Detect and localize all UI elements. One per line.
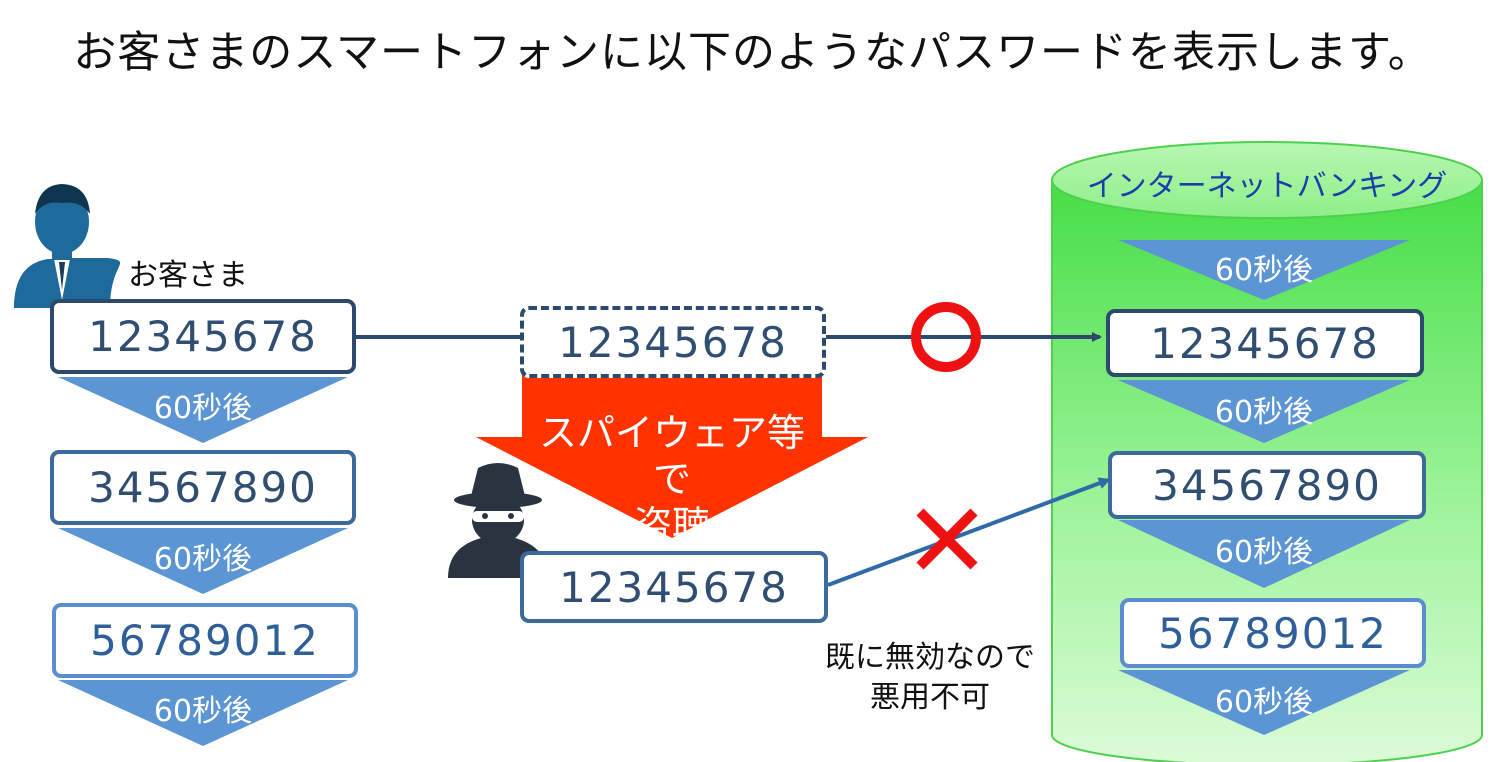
page-title: お客さまのスマートフォンに以下のようなパスワードを表示します。 <box>73 28 1432 78</box>
bank-interval-triangle <box>1118 520 1410 588</box>
spyware-down-arrow <box>476 372 868 538</box>
customer-interval-triangle <box>58 528 348 594</box>
spyware-label-line1: スパイウェア等で <box>538 411 805 501</box>
customer-label: お客さま <box>128 258 248 293</box>
bank-password-box: 12345678 <box>1106 309 1424 377</box>
spy-hat-icon <box>448 463 548 578</box>
stolen-to-bank-arrow <box>827 477 1111 587</box>
customer-interval-label: 60秒後 <box>153 391 253 426</box>
bank-interval-label: 60秒後 <box>1214 535 1314 570</box>
customer-interval-triangle <box>58 377 348 443</box>
bank-interval-label: 60秒後 <box>1214 395 1314 430</box>
circle-ok-icon <box>911 302 981 372</box>
invalid-caption-line1: 既に無効なので <box>825 640 1035 675</box>
spyware-label: スパイウェア等で 盗聴 <box>522 410 822 548</box>
spyware-label-line2: 盗聴 <box>633 503 710 547</box>
invalid-caption: 既に無効なので 悪用不可 <box>810 638 1050 718</box>
customer-interval-triangle <box>58 680 348 746</box>
customer-password-box: 12345678 <box>50 299 356 374</box>
customer-password-box: 34567890 <box>50 450 356 525</box>
bank-interval-triangle <box>1118 380 1410 443</box>
bank-interval-triangle-top <box>1118 240 1410 300</box>
intercepted-password-box: 12345678 <box>520 306 826 378</box>
bank-title: インターネットバンキング <box>1086 169 1448 204</box>
stolen-password-box: 12345678 <box>520 551 828 623</box>
customer-interval-label: 60秒後 <box>153 694 253 729</box>
bank-interval-label: 60秒後 <box>1214 685 1314 720</box>
bank-password-box: 34567890 <box>1108 451 1426 519</box>
businessman-avatar-icon <box>14 184 121 308</box>
bank-interval-label-top: 60秒後 <box>1214 253 1314 288</box>
customer-password-box: 56789012 <box>52 603 358 678</box>
invalid-caption-line2: 悪用不可 <box>870 680 990 715</box>
bank-password-box: 56789012 <box>1120 598 1426 668</box>
cross-ng-icon <box>916 508 978 570</box>
bank-interval-triangle <box>1118 670 1410 735</box>
customer-interval-label: 60秒後 <box>153 542 253 577</box>
